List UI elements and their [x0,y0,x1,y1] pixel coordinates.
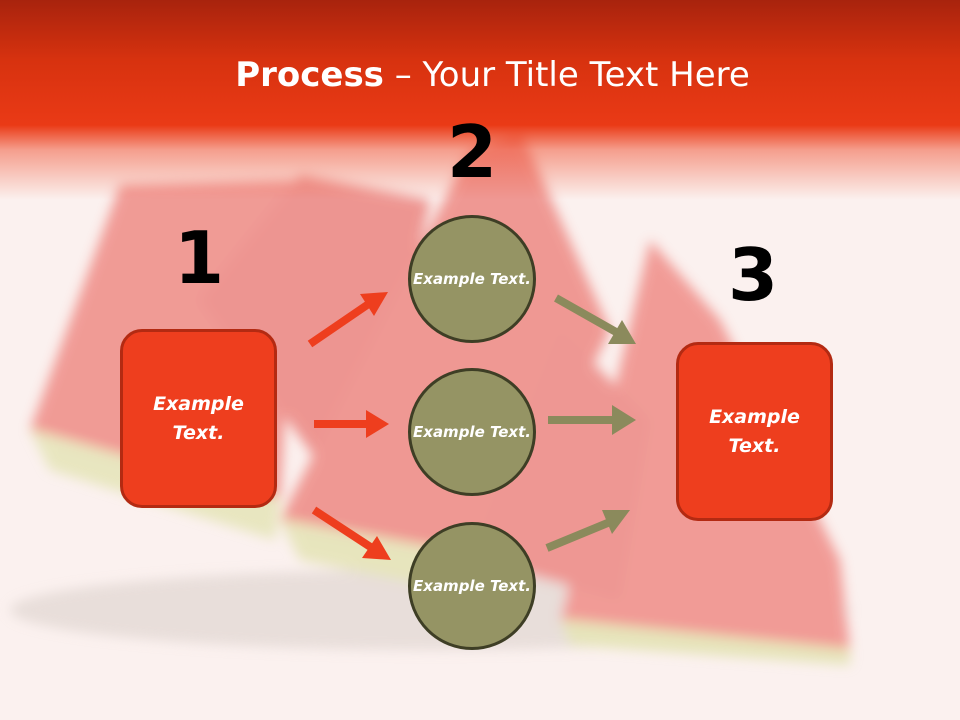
title-bar [0,0,960,200]
circle-top-text: Example Text. [413,269,531,288]
arrow-bottom-to-right [545,518,612,552]
step-number-3: 3 [727,233,779,317]
left-box-text: Example Text. [153,392,244,444]
arrow-left-to-top-head [360,292,388,316]
arrow-bottom-to-right-head [602,510,630,534]
arrow-left-to-middle-head [366,410,389,438]
left-box: Example Text. [120,329,277,508]
circle-bottom-text: Example Text. [413,576,531,595]
title-bold: Process [235,55,384,95]
circle-bottom: Example Text. [408,522,536,650]
arrow-left-to-bottom-head [362,536,391,560]
step-number-2: 2 [446,110,498,194]
arrow-left-to-bottom [311,506,375,552]
title-rest: – Your Title Text Here [383,55,750,95]
circle-middle: Example Text. [408,368,536,496]
arrow-top-to-right-head [608,320,636,344]
arrow-top-to-right [554,294,618,336]
circle-middle-text: Example Text. [413,422,531,441]
slide-title: Process – Your Title Text Here [0,52,960,98]
right-box: Example Text. [676,342,833,521]
arrow-left-to-top [307,299,373,348]
right-box-text: Example Text. [709,405,800,457]
step-number-1: 1 [173,216,225,300]
arrow-middle-to-right-head [612,405,636,435]
circle-top: Example Text. [408,215,536,343]
